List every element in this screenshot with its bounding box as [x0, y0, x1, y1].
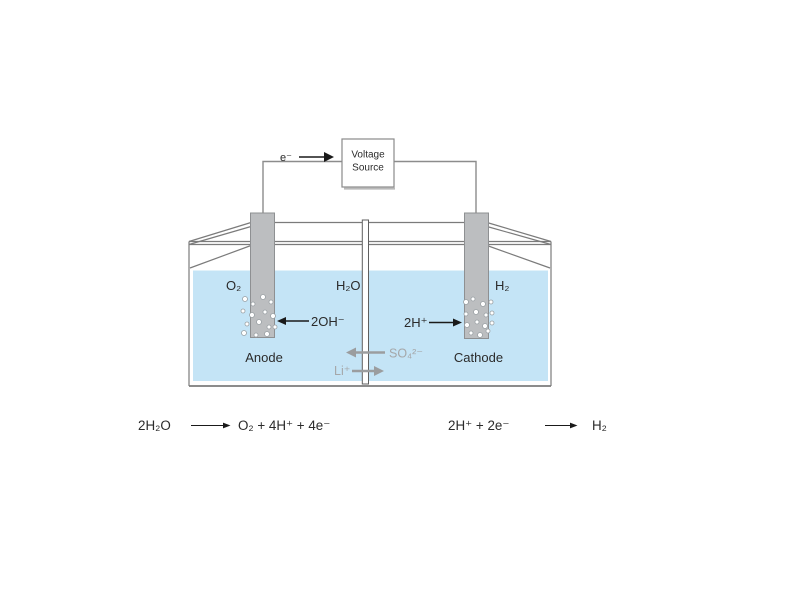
membrane-separator	[361, 219, 369, 385]
anode-wire	[262, 160, 342, 213]
proton-ion-label: 2H⁺	[404, 315, 427, 330]
sulfate-migration-arrow	[346, 347, 385, 358]
cathode-equation-arrow-icon	[570, 422, 578, 429]
cathode-label: Cathode	[454, 350, 503, 365]
electron-label: e⁻	[280, 152, 292, 164]
cathode-electrode	[464, 212, 489, 339]
sulfate-arrowhead-icon	[346, 347, 356, 358]
circuit-wires	[262, 160, 477, 213]
anode-equation-lhs: 2H₂O	[138, 418, 171, 433]
tank-left-top-edge-inner	[188, 225, 252, 246]
tank-left-top-edge	[188, 221, 252, 243]
cathode-equation-rhs: H₂	[592, 418, 607, 433]
anode-label: Anode	[245, 350, 283, 365]
voltage-source-label-line1: Voltage	[351, 150, 385, 161]
tank-right-top-edge	[486, 221, 552, 243]
oxygen-gas-label: O₂	[226, 278, 241, 293]
hydrogen-gas-label: H₂	[495, 278, 509, 293]
tank-outline	[188, 221, 552, 387]
tank-right-inner-edge	[486, 244, 551, 269]
anode-equation-arrow-icon	[223, 422, 231, 429]
lithium-ion-label: Li⁺	[334, 364, 350, 378]
anode-half-reaction: 2H₂O O₂ + 4H⁺ + 4e⁻	[138, 418, 330, 433]
water-label: H₂O	[336, 278, 361, 293]
cathode-gas-bubbles	[463, 296, 495, 338]
cathode-equation-lhs: 2H⁺ + 2e⁻	[448, 418, 509, 433]
sulfate-ion-label: SO₄²⁻	[389, 347, 423, 361]
proton-arrowhead-icon	[453, 318, 462, 327]
electron-arrowhead-icon	[324, 152, 334, 162]
anode-electrode	[250, 212, 275, 338]
lithium-migration-arrow	[352, 366, 384, 376]
tank-right-top-edge-inner	[486, 225, 552, 246]
proton-arrow	[429, 318, 462, 327]
tank-left-inner-edge	[189, 244, 252, 269]
voltage-source-box: Voltage Source	[341, 138, 395, 190]
anode-equation-rhs: O₂ + 4H⁺ + 4e⁻	[238, 418, 330, 433]
anode-gas-bubbles	[240, 294, 278, 338]
hydroxide-ion-label: 2OH⁻	[311, 314, 345, 329]
hydroxide-arrowhead-icon	[277, 317, 286, 325]
electron-flow-arrow	[299, 152, 334, 162]
cathode-wire	[394, 160, 477, 213]
lithium-arrowhead-icon	[374, 366, 384, 376]
voltage-source-label-line2: Source	[352, 163, 384, 174]
cathode-half-reaction: 2H⁺ + 2e⁻ H₂	[448, 418, 607, 433]
hydroxide-arrow	[277, 317, 309, 325]
